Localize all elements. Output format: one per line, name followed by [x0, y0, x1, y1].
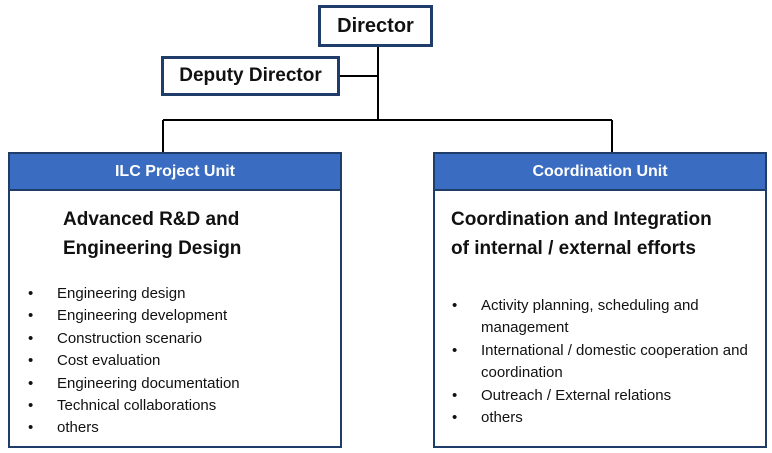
unit-task-list: Activity planning, scheduling and manage… [452, 295, 752, 430]
coordination-unit: Coordination Unit Coordination and Integ… [433, 152, 767, 448]
unit-title: Coordination and Integration of internal… [451, 209, 712, 259]
list-item: Engineering documentation [28, 373, 340, 396]
ilc-project-unit: ILC Project Unit Advanced R&D and Engine… [8, 152, 342, 448]
unit-title: Advanced R&D and Engineering Design [63, 209, 242, 259]
director-box: Director [318, 5, 433, 47]
unit-header: Coordination Unit [435, 154, 765, 191]
list-item: Engineering design [28, 283, 340, 306]
list-item: others [452, 407, 752, 430]
list-item: International / domestic cooperation and… [452, 340, 752, 385]
list-item: others [28, 417, 340, 440]
list-item: Outreach / External relations [452, 385, 752, 408]
list-item: Engineering development [28, 305, 340, 328]
list-item: Activity planning, scheduling and manage… [452, 295, 752, 340]
deputy-director-box: Deputy Director [161, 56, 340, 96]
unit-header: ILC Project Unit [10, 154, 340, 191]
list-item: Construction scenario [28, 328, 340, 351]
list-item: Cost evaluation [28, 350, 340, 373]
unit-task-list: Engineering design Engineering developme… [28, 283, 340, 440]
list-item: Technical collaborations [28, 395, 340, 418]
